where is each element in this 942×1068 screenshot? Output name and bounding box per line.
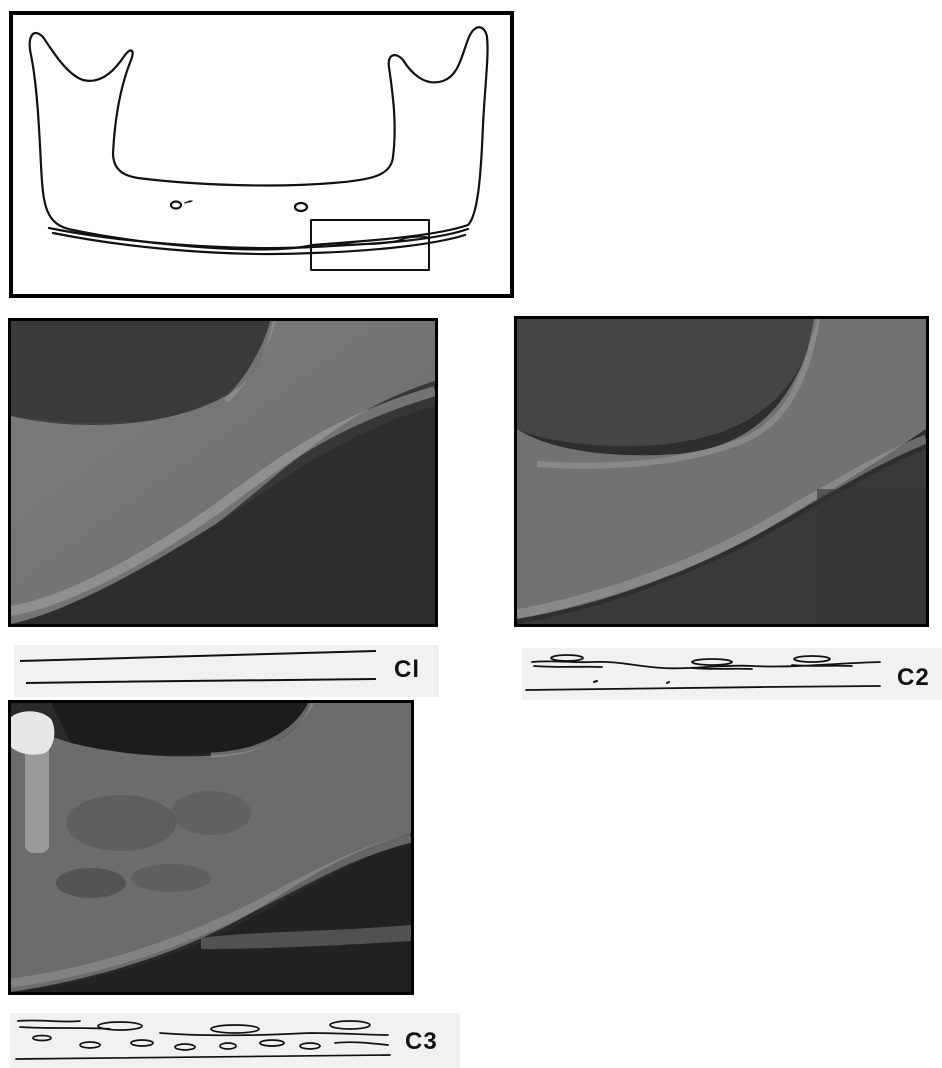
mandible-outline-drawing bbox=[13, 15, 510, 294]
resorption-lacuna bbox=[551, 655, 583, 661]
resorption-lacuna bbox=[220, 1043, 236, 1049]
resorption-lacuna bbox=[794, 656, 830, 662]
radiograph-c2-image bbox=[517, 319, 926, 624]
cortex-sketch-c2: C2 bbox=[522, 648, 942, 700]
periosteal-margin-line bbox=[26, 679, 376, 683]
radiograph-c1-image bbox=[11, 321, 435, 624]
endosteal-margin-line bbox=[18, 1020, 80, 1021]
tooth-root bbox=[25, 743, 49, 853]
resorption-lacuna bbox=[330, 1021, 370, 1029]
resorption-lacuna bbox=[33, 1036, 51, 1041]
cortex-sketch-c1: Cl bbox=[14, 645, 439, 697]
periosteal-margin-line bbox=[16, 1055, 390, 1059]
tooth-crown bbox=[11, 711, 54, 754]
sketch-label-c2: C2 bbox=[897, 664, 930, 692]
endosteal-margin-line bbox=[20, 651, 376, 661]
resorption-lacuna bbox=[80, 1042, 100, 1048]
mandible-contour bbox=[30, 27, 488, 249]
resorption-lacuna bbox=[211, 1025, 259, 1033]
cortex-sketch-c1-lines bbox=[14, 645, 384, 697]
mental-foramen-right bbox=[295, 203, 307, 211]
radiograph-c3-image bbox=[11, 703, 411, 992]
foramen-mark bbox=[185, 201, 192, 203]
mental-foramen-left bbox=[171, 202, 181, 209]
sketch-label-c3: C3 bbox=[405, 1028, 438, 1056]
radiograph-c3 bbox=[8, 700, 414, 995]
cortex-sketch-c3-lines bbox=[10, 1013, 395, 1068]
sketch-label-c1: Cl bbox=[394, 656, 420, 684]
resorption-lacuna bbox=[260, 1040, 284, 1046]
resorption-lacuna bbox=[131, 1040, 153, 1046]
resorption-lacuna bbox=[300, 1043, 320, 1049]
mandible-outline-panel bbox=[9, 11, 514, 298]
periosteal-margin-line bbox=[526, 686, 880, 690]
cortex-sketch-c2-lines bbox=[522, 648, 887, 700]
cortex-sketch-c3: C3 bbox=[10, 1013, 460, 1068]
radiograph-c1 bbox=[8, 318, 438, 627]
radiograph-c2 bbox=[514, 316, 929, 627]
resorption-lacuna bbox=[692, 659, 732, 665]
resorption-lacuna bbox=[175, 1044, 195, 1050]
resorption-lacuna bbox=[98, 1022, 142, 1030]
